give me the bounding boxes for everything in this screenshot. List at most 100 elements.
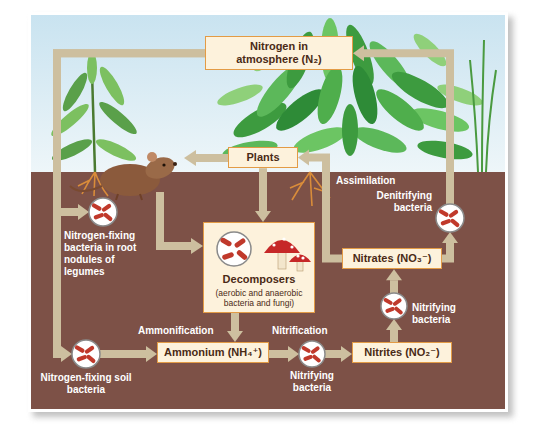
bacterium	[312, 354, 322, 363]
cycle-arrow	[100, 346, 157, 362]
box-heading: Plants	[233, 151, 293, 164]
mushroom-cap	[289, 255, 311, 263]
mushroom-spot	[290, 245, 293, 248]
bacteria-circle	[70, 338, 102, 370]
bacterium	[438, 209, 449, 218]
bacterium	[101, 203, 112, 212]
animal-waste-arrow	[160, 192, 203, 254]
bacteria-label: Nitrifying bacteria	[278, 370, 346, 394]
process-label: Nitrification	[272, 325, 328, 337]
label-slot: Ammonification	[138, 325, 214, 337]
sky	[31, 15, 505, 173]
arrow-head	[386, 319, 402, 330]
mushroom-cap	[264, 240, 300, 253]
cycle-arrow	[386, 269, 402, 293]
text-slot: Nitrogen-fixing bacteria in root nodules…	[64, 230, 150, 278]
bacteria-circle-outline	[436, 204, 464, 232]
bacteria-circle	[379, 291, 409, 321]
process-box: Nitrates (NO₃⁻)	[342, 248, 442, 269]
bacterium	[440, 218, 451, 226]
mushroom-spot	[301, 256, 304, 259]
text-slot: Nitrogen-fixing soil bacteria	[38, 372, 134, 396]
box-heading: Nitrates (NO₃⁻)	[347, 252, 437, 265]
bacteria-circle	[434, 202, 466, 234]
process-box: Plants	[228, 147, 298, 168]
bacteria-node: Nitrogen-fixing soil bacteria	[38, 338, 134, 396]
bacterium	[450, 218, 461, 228]
mushroom-spot	[282, 237, 285, 240]
arrow-shaft	[57, 53, 205, 212]
text-slot: Denitrifying bacteria	[362, 190, 432, 214]
arrow-shaft	[57, 53, 205, 354]
process-box: Ammonium (NH₄⁺)	[157, 342, 269, 363]
soil	[31, 172, 505, 409]
bacterium	[93, 212, 104, 220]
bacterium	[74, 345, 85, 354]
arrow-head	[442, 232, 458, 243]
bacterium	[236, 249, 248, 261]
bacteria-circle-outline	[72, 340, 100, 368]
box-heading: Ammonium (NH₄⁺)	[162, 346, 264, 359]
cycle-arrow	[227, 313, 243, 342]
arrow-head	[78, 204, 89, 220]
bacteria-circle-outline	[217, 232, 251, 266]
bacteria-circle-outline	[381, 293, 407, 319]
arrow-head	[288, 346, 299, 362]
arrow-head	[146, 346, 157, 362]
process-box: Decomposers (aerobic and anaerobic bacter…	[203, 222, 315, 313]
bacterium	[76, 354, 87, 362]
bacterium	[310, 346, 320, 355]
arrow-shaft	[390, 280, 398, 293]
label-slot: Assimilation	[336, 175, 395, 187]
bacterium	[220, 237, 233, 247]
decomposer-illustration	[204, 223, 316, 273]
box-body: (aerobic and anaerobic bacteria and fung…	[208, 288, 310, 308]
bacteria-label: Nitrogen-fixing bacteria in root nodules…	[64, 230, 150, 278]
bacteria-label: Denitrifying bacteria	[362, 190, 432, 214]
label-slot: Nitrification	[272, 325, 328, 337]
bacterium	[385, 306, 395, 313]
frame	[28, 12, 508, 412]
bacteria-circle	[87, 196, 119, 228]
process-box: Nitrites (NO₂⁻)	[352, 342, 452, 363]
arrow-shaft	[269, 350, 288, 358]
arrow-shaft	[259, 168, 267, 211]
bacteria-node: Denitrifying bacteria	[362, 190, 466, 234]
bacterium	[392, 298, 402, 307]
bacterium	[303, 354, 313, 361]
cycle-arrow	[57, 53, 205, 220]
bacteria-circle-outline	[89, 198, 117, 226]
bacteria-circle	[297, 339, 327, 369]
bacterium	[301, 345, 311, 353]
cycle-arrow	[269, 346, 299, 362]
arrow-head	[298, 150, 309, 166]
process-label: Ammonification	[138, 325, 214, 337]
cycle-arrow	[325, 346, 352, 362]
arrow-head	[227, 331, 243, 342]
arrow-head	[255, 211, 271, 222]
grass	[470, 40, 496, 172]
box-heading: Nitrogen in atmosphere (N₂)	[225, 40, 333, 66]
bacteria-circle-outline	[299, 341, 325, 367]
text-slot: Nitrifying bacteria	[278, 370, 346, 394]
box-heading: Nitrites (NO₂⁻)	[357, 346, 447, 359]
bacteria-node: Nitrifying bacteria	[278, 339, 346, 394]
cycle-arrow	[57, 53, 205, 362]
arrow-shaft	[325, 350, 341, 358]
arrow-head	[61, 346, 72, 362]
bacterium	[234, 238, 247, 249]
process-label: Assimilation	[336, 175, 395, 187]
mushroom-spot	[272, 243, 275, 246]
cycle-arrow	[386, 319, 402, 342]
cycle-arrow	[442, 232, 458, 259]
bacterium	[222, 252, 235, 261]
bacteria-node: Nitrogen-fixing bacteria in root nodules…	[64, 196, 150, 278]
box-heading: Decomposers	[208, 273, 310, 286]
bacteria-label: Nitrifying bacteria	[412, 302, 476, 326]
bacterium	[91, 203, 102, 212]
arrow-shaft	[390, 330, 398, 342]
cycle-arrow	[255, 168, 271, 222]
feeding-arrow	[184, 150, 228, 166]
bacterium	[383, 297, 393, 305]
